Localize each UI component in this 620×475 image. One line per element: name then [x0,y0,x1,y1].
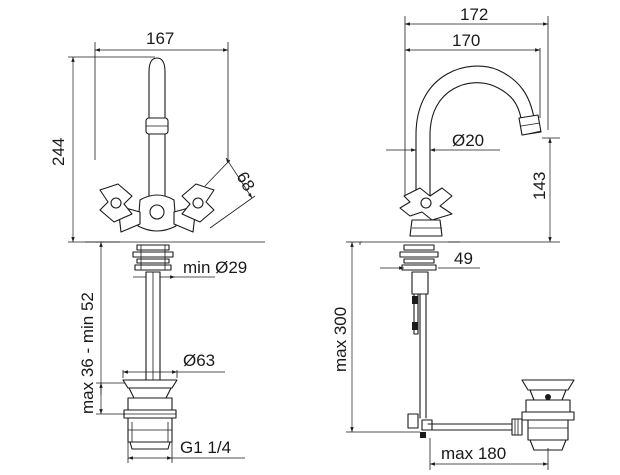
max-length-label: max 300 [331,307,350,372]
front-width-label: 167 [146,29,174,48]
handle-spread-label: 68 [233,169,259,195]
min-hole-label: min Ø29 [183,258,247,277]
front-height-label: 244 [49,138,68,166]
front-view [68,42,265,463]
reach-label: 170 [452,31,480,50]
rod-offset-label: 49 [454,249,473,268]
flange-diameter-label: Ø63 [183,351,215,370]
spout-diameter-label: Ø20 [452,131,484,150]
drain-range-label: max 36 - min 52 [78,292,97,414]
max-reach-label: max 180 [441,444,506,463]
spout-height-label: 143 [530,172,549,200]
thread-label: G1 1/4 [180,438,231,457]
side-view [346,16,575,470]
overall-width-label: 172 [460,5,488,24]
